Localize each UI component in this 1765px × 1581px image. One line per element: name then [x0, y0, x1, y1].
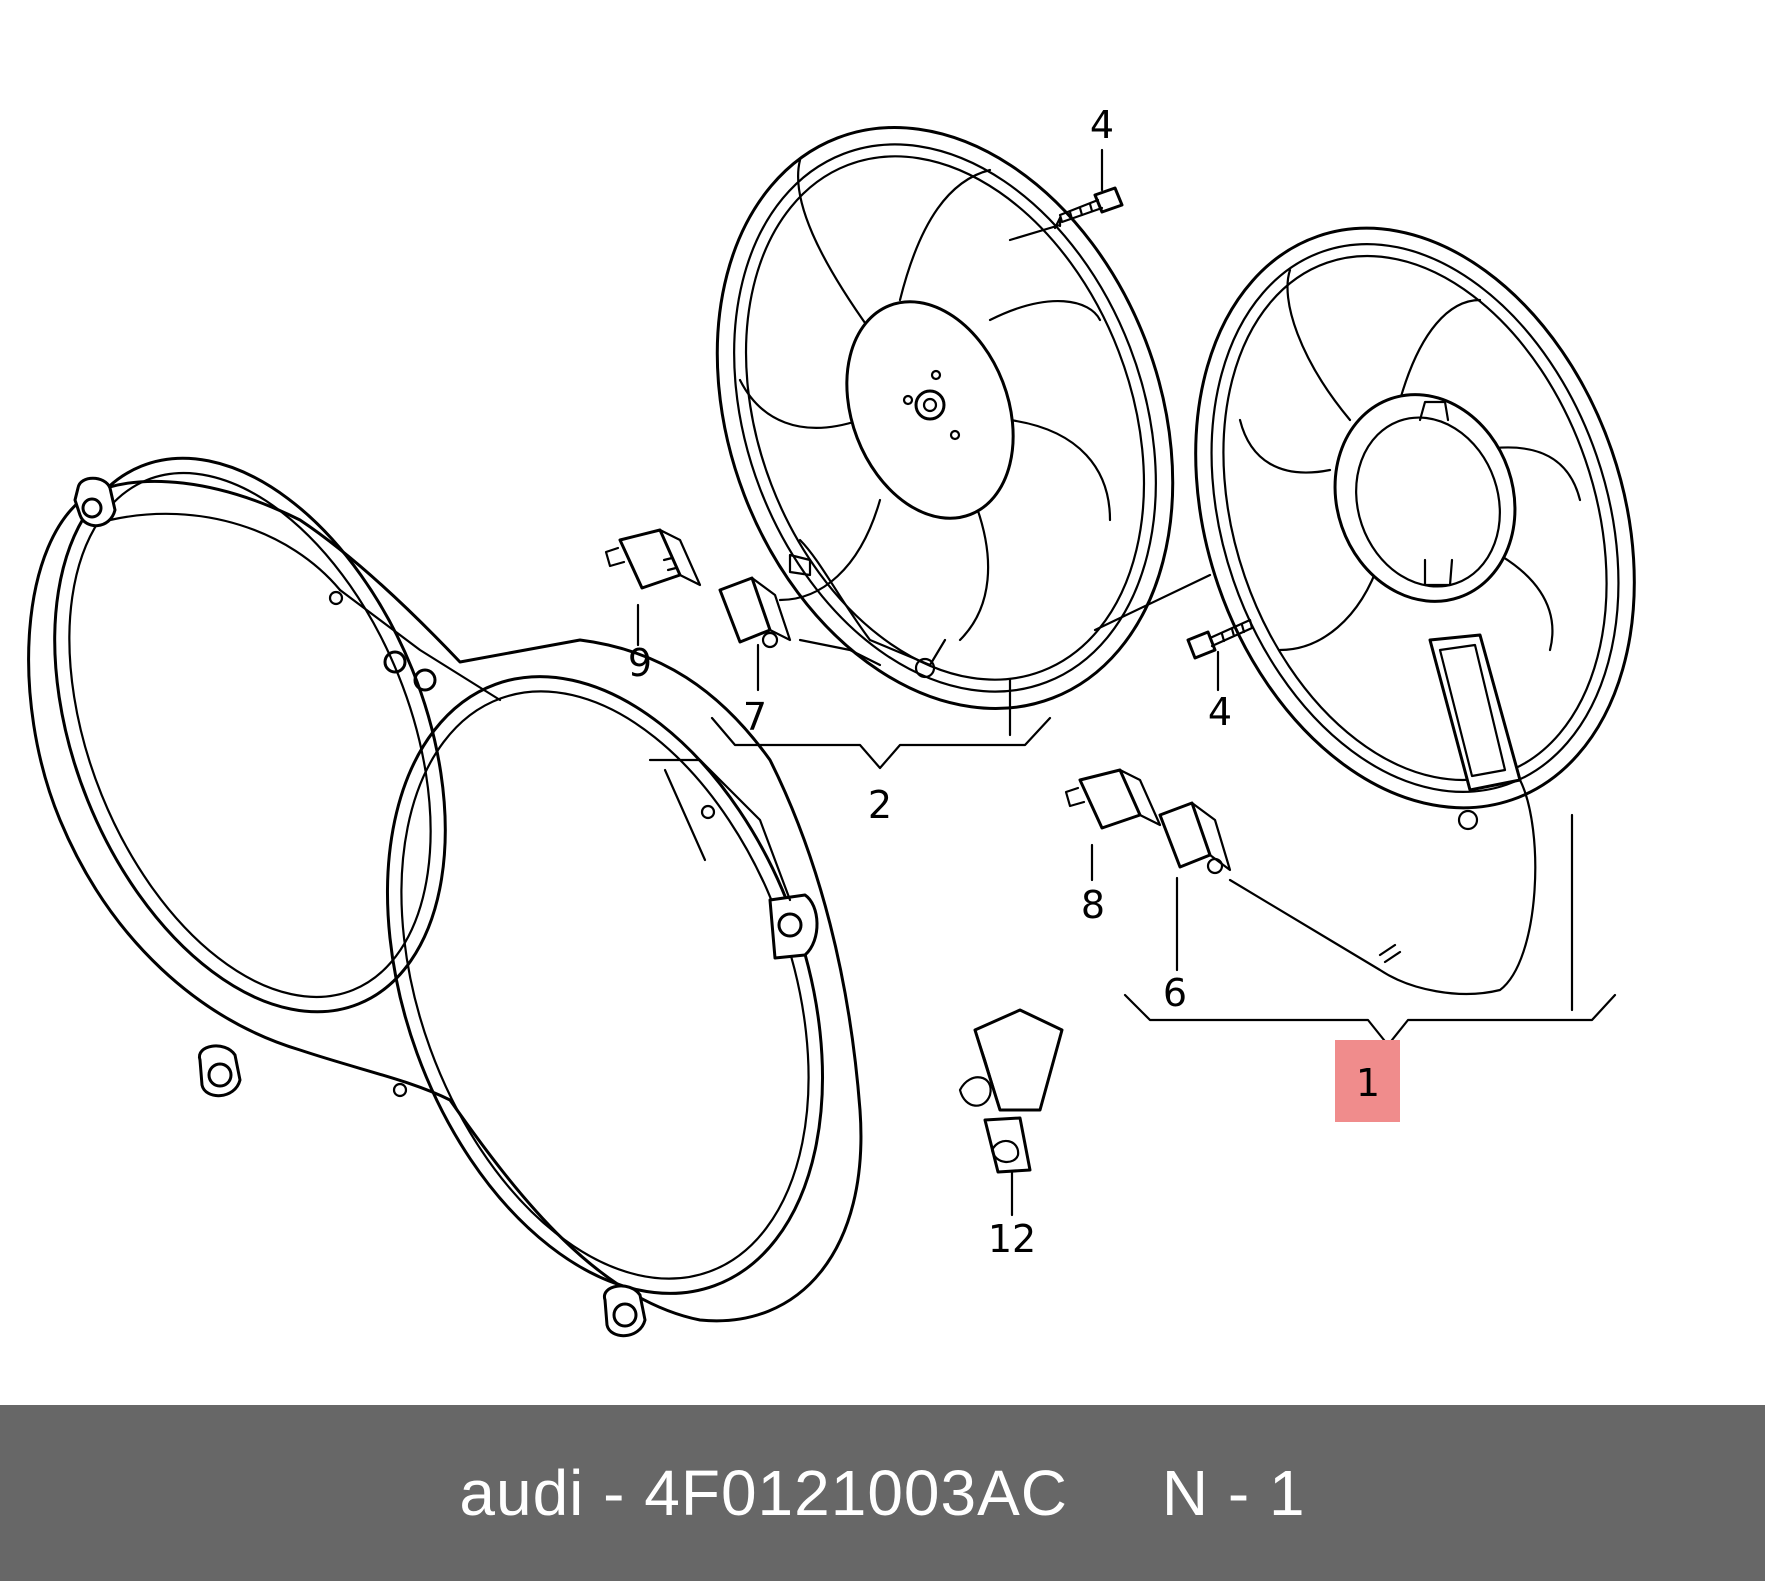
fan-shroud — [27, 456, 863, 1338]
callout-1: 1 — [1356, 1061, 1380, 1105]
callout-2: 2 — [868, 783, 892, 827]
fan-assembly-1 — [1194, 226, 1636, 996]
part-number-caption: audi - 4F0121003AC N - 1 — [459, 1457, 1306, 1529]
connector-7 — [718, 576, 792, 649]
connector-9 — [604, 528, 702, 590]
callout-12: 12 — [988, 1217, 1036, 1261]
footer-bar: audi - 4F0121003AC N - 1 — [0, 1405, 1765, 1581]
fan-assembly-2 — [715, 126, 1175, 710]
screw-4b — [1186, 618, 1254, 660]
leader-lines — [636, 148, 1617, 1217]
callout-1-highlight — [1335, 1040, 1400, 1122]
callout-7: 7 — [743, 695, 767, 739]
callout-8: 8 — [1081, 883, 1105, 927]
screw-4a — [1053, 186, 1124, 230]
callout-6: 6 — [1163, 971, 1187, 1015]
callout-9: 9 — [628, 641, 652, 685]
callout-4-upper: 4 — [1090, 103, 1114, 147]
parts-diagram: 4 9 7 2 4 8 6 1 12 — [27, 103, 1636, 1338]
callout-4-lower: 4 — [1208, 690, 1232, 734]
connector-6 — [1158, 801, 1232, 875]
clip-12 — [958, 1008, 1064, 1174]
connector-8 — [1064, 768, 1162, 830]
